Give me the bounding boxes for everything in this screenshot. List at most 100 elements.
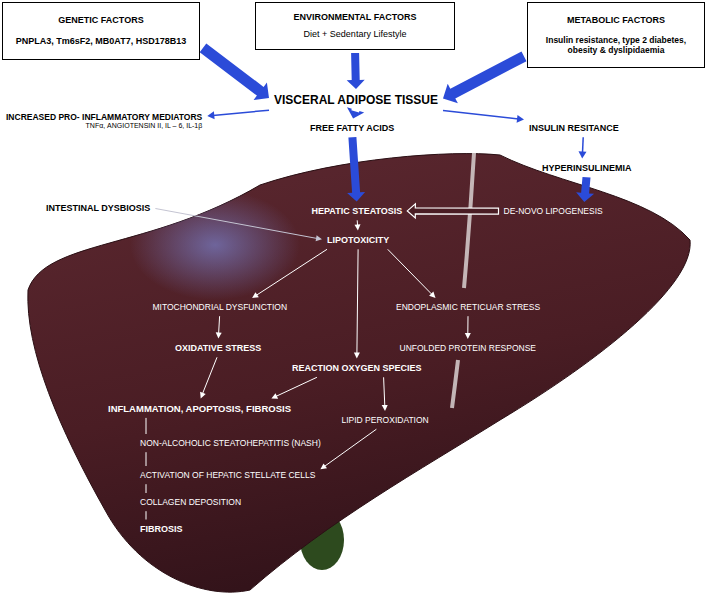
arrow-head bbox=[354, 353, 360, 359]
process-label: DE-NOVO LIPOGENESIS bbox=[502, 205, 605, 217]
arrow-line bbox=[146, 511, 147, 519]
node-heading: MITOCHONDRIAL DYSFUNCTION bbox=[153, 302, 288, 312]
node-heading: REACTION OXYGEN SPECIES bbox=[292, 363, 422, 374]
factor-box: ENVIRONMENTAL FACTORS Diet + Sedentary Li… bbox=[255, 2, 455, 50]
arrow-head bbox=[271, 393, 278, 399]
process-label: REACTION OXYGEN SPECIES bbox=[290, 362, 424, 375]
flow-arrow bbox=[443, 111, 524, 123]
node-heading: HYPERINSULINEMIA bbox=[542, 163, 632, 174]
node-heading: INTESTINAL DYSBIOSIS bbox=[46, 203, 150, 214]
process-label: MITOCHONDRIAL DYSFUNCTION bbox=[151, 301, 290, 313]
node-body: Insulin resistance, type 2 diabetes, obe… bbox=[532, 35, 700, 55]
flow-arrow bbox=[576, 177, 594, 202]
arrow-shape bbox=[576, 177, 594, 202]
node-heading: HEPATIC STEATOSIS bbox=[312, 206, 403, 217]
flow-arrow bbox=[579, 137, 587, 158]
node-heading: FIBROSIS bbox=[140, 524, 183, 535]
arrow-line bbox=[202, 357, 217, 394]
process-label: HEPATIC STEATOSIS bbox=[310, 205, 405, 218]
arrow-head bbox=[429, 292, 435, 298]
node-heading: UNFOLDED PROTEIN RESPONSE bbox=[400, 343, 537, 353]
arrow-shape bbox=[347, 137, 365, 202]
arrow-line bbox=[582, 137, 584, 153]
arrow-head bbox=[517, 115, 524, 123]
node-heading: LIPOTOXICITY bbox=[327, 235, 389, 246]
arrow-line bbox=[256, 249, 327, 295]
arrow-head bbox=[200, 392, 206, 399]
node-body: TNFα, ANGIOTENSIN II, IL – 6, IL-1β bbox=[6, 122, 202, 130]
arrow-head bbox=[355, 224, 361, 230]
node-body: Diet + Sedentary Lifestyle bbox=[260, 29, 450, 40]
flow-arrow bbox=[146, 418, 147, 434]
flow-arrow bbox=[200, 43, 269, 100]
arrow-line bbox=[146, 418, 147, 434]
arrow-line bbox=[357, 249, 358, 353]
process-label: INTESTINAL DYSBIOSIS bbox=[44, 202, 152, 215]
arrow-line bbox=[146, 452, 147, 466]
node-heading: INFLAMMATION, APOPTOSIS, FIBROSIS bbox=[108, 403, 291, 414]
arrow-shape bbox=[407, 204, 498, 218]
flow-arrow bbox=[465, 316, 471, 339]
arrow-head bbox=[252, 292, 259, 298]
node-heading: FREE FATTY ACIDS bbox=[310, 123, 394, 134]
arrow-shape bbox=[200, 43, 269, 100]
arrow-head bbox=[382, 405, 388, 411]
arrow-head bbox=[579, 151, 587, 158]
flow-arrow bbox=[200, 357, 217, 398]
node-heading: METABOLIC FACTORS bbox=[532, 15, 700, 26]
flow-arrow bbox=[216, 316, 222, 338]
liver-shape bbox=[28, 154, 690, 593]
process-label: LIPOTOXICITY bbox=[325, 234, 391, 247]
arrow-line bbox=[443, 111, 518, 119]
arrow-shape bbox=[443, 52, 527, 104]
flow-arrow bbox=[407, 204, 498, 218]
liver-ligament bbox=[452, 360, 458, 408]
arrow-line bbox=[155, 209, 317, 239]
arrow-head bbox=[216, 332, 222, 338]
node-body: PNPLA3, Tm6sF2, MB0AT7, HSD178B13 bbox=[7, 36, 195, 47]
node-heading: LIPID PEROXIDATION bbox=[342, 415, 429, 425]
flow-arrow bbox=[347, 53, 365, 89]
arrow-shape bbox=[347, 107, 364, 118]
arrow-shape bbox=[347, 53, 365, 89]
process-label: LIPID PEROXIDATION bbox=[340, 414, 431, 426]
flow-arrow bbox=[354, 249, 360, 358]
process-label: COLLAGEN DEPOSITION bbox=[138, 496, 243, 508]
node-heading: GENETIC FACTORS bbox=[7, 15, 195, 26]
arrow-line bbox=[219, 316, 220, 334]
flow-arrow bbox=[443, 52, 527, 104]
process-label: VISCERAL ADIPOSE TISSUE bbox=[272, 92, 440, 108]
node-heading: INSULIN RESITANCE bbox=[529, 123, 619, 134]
flow-arrow bbox=[355, 220, 361, 230]
arrow-line bbox=[324, 429, 376, 466]
flow-arrow bbox=[146, 511, 147, 519]
node-heading: ENDOPLASMIC RETICUAR STRESS bbox=[396, 302, 540, 312]
flow-arrow bbox=[388, 249, 436, 298]
flow-arrow bbox=[347, 137, 365, 202]
process-label: OXIDATIVE STRESS bbox=[173, 342, 263, 355]
node-heading: ACTIVATION OF HEPATIC STELLATE CELLS bbox=[140, 470, 315, 480]
flow-arrow bbox=[271, 377, 317, 398]
flow-arrow bbox=[320, 429, 376, 469]
liver-ligament bbox=[464, 153, 474, 288]
factor-box: METABOLIC FACTORS Insulin resistance, typ… bbox=[527, 2, 705, 68]
process-label: FIBROSIS bbox=[138, 523, 185, 536]
process-label: FREE FATTY ACIDS bbox=[308, 122, 396, 135]
process-label: UNFOLDED PROTEIN RESPONSE bbox=[398, 342, 539, 354]
process-label: NON-ALCOHOLIC STEATOHEPATITIS (NASH) bbox=[138, 437, 323, 449]
flow-arrow bbox=[146, 484, 147, 493]
process-label: HYPERINSULINEMIA bbox=[540, 162, 634, 175]
node-heading: NON-ALCOHOLIC STEATOHEPATITIS (NASH) bbox=[140, 438, 321, 448]
process-label: INCREASED PRO- INFLAMMATORY MEDIATORSTNF… bbox=[4, 111, 204, 132]
arrow-line bbox=[388, 249, 432, 294]
arrow-line bbox=[276, 377, 317, 396]
node-heading: INCREASED PRO- INFLAMMATORY MEDIATORS bbox=[6, 112, 202, 122]
arrow-head bbox=[207, 111, 214, 119]
flow-arrow bbox=[382, 377, 388, 411]
node-heading: VISCERAL ADIPOSE TISSUE bbox=[274, 93, 438, 107]
flow-arrow bbox=[146, 452, 147, 466]
node-heading: ENVIRONMENTAL FACTORS bbox=[260, 12, 450, 23]
